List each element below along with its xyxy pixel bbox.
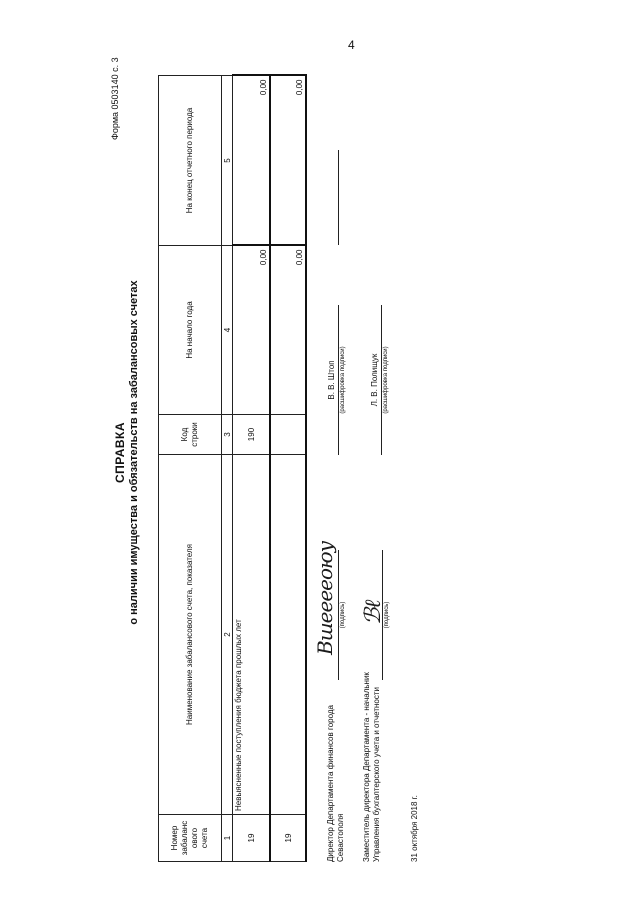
page-number: 4 <box>348 38 355 52</box>
header-account-name: Наименование забалансового счета, показа… <box>158 454 222 815</box>
signature-line <box>338 550 339 680</box>
header-end-of-period: На конец отчетного периода <box>158 75 222 246</box>
table-row: 19 0,00 0,00 <box>270 75 306 862</box>
cell-start-value: 0,00 <box>232 245 270 415</box>
signer-2-name: Л. В. Полищук <box>370 353 379 407</box>
cell-account: 19 <box>232 814 270 862</box>
signature-line <box>381 305 382 455</box>
column-number: 4 <box>221 245 233 415</box>
signature-line <box>338 150 339 245</box>
cell-end-value: 0,00 <box>270 75 306 246</box>
column-number: 1 <box>221 814 233 862</box>
signer-2-name-caption: (расшифровка подписи) <box>383 346 389 414</box>
signer-1-role: Директор Департамента финансов города Се… <box>326 704 346 862</box>
cell-name <box>270 454 306 815</box>
cell-end-value: 0,00 <box>232 75 270 246</box>
column-number: 3 <box>221 414 233 455</box>
table-row: 19 Невыясненные поступления бюджета прош… <box>232 75 270 862</box>
signer-2-signature-caption: (подпись) <box>384 601 390 629</box>
header-line-code: Код строки <box>158 414 222 455</box>
table-header-row: Номер забаланс ового счета Наименование … <box>158 75 222 862</box>
off-balance-table: Номер забаланс ового счета Наименование … <box>158 75 307 863</box>
column-number: 5 <box>221 75 233 246</box>
document-date: 31 октября 2018 г. <box>410 795 419 862</box>
cell-code: 190 <box>232 414 270 455</box>
header-start-of-year: На начало года <box>158 245 222 415</box>
signer-1-handwritten-signature: Вшееееоюу <box>313 541 337 655</box>
cell-account: 19 <box>270 814 306 862</box>
cell-name: Невыясненные поступления бюджета прошлых… <box>232 454 270 815</box>
document-title: СПРАВКА <box>113 421 127 484</box>
document-subtitle: о наличии имущества и обязательств на за… <box>128 280 140 625</box>
signer-1-signature-caption: (подпись) <box>340 601 346 629</box>
table-column-numbers-row: 1 2 3 4 5 <box>221 75 233 862</box>
cell-start-value: 0,00 <box>270 245 306 415</box>
signer-2-role: Заместитель директора Департамента - нач… <box>362 672 382 862</box>
signature-line <box>382 550 383 680</box>
cell-code <box>270 414 306 455</box>
signature-line <box>338 305 339 455</box>
signer-1-name-caption: (расшифровка подписи) <box>340 346 346 414</box>
column-number: 2 <box>221 454 233 815</box>
signer-1-name: В. В. Штоп <box>327 360 336 400</box>
header-account-number: Номер забаланс ового счета <box>158 814 222 862</box>
